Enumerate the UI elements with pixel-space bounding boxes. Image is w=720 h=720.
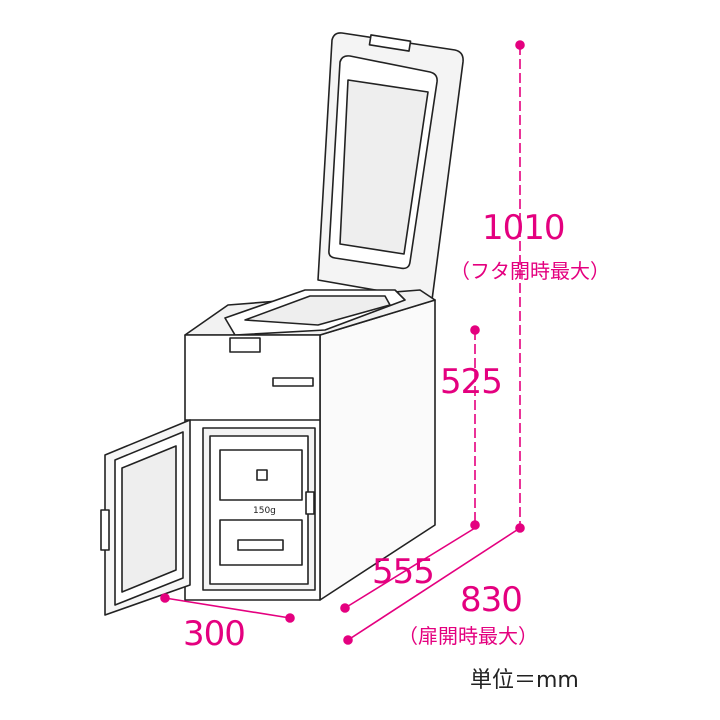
depth-555-line — [344, 527, 476, 609]
depth-value: 555 — [372, 552, 435, 592]
unit-label: 単位＝mm — [470, 668, 579, 693]
height-lid-open-value: 1010 — [482, 208, 566, 248]
depth-door-open-note: （扉開時最大） — [398, 624, 538, 648]
drawer-weight-label: 150g — [253, 506, 276, 516]
upper-drawer — [219, 449, 303, 501]
depth-830-line — [347, 527, 521, 641]
depth-door-open-value: 830 — [460, 580, 523, 620]
open-lid — [317, 32, 464, 301]
open-door — [100, 419, 191, 616]
width-value: 300 — [183, 614, 246, 654]
height-value: 525 — [440, 362, 503, 402]
width-300-line — [164, 597, 291, 619]
height-lid-open-note: （フタ開時最大） — [450, 259, 610, 283]
